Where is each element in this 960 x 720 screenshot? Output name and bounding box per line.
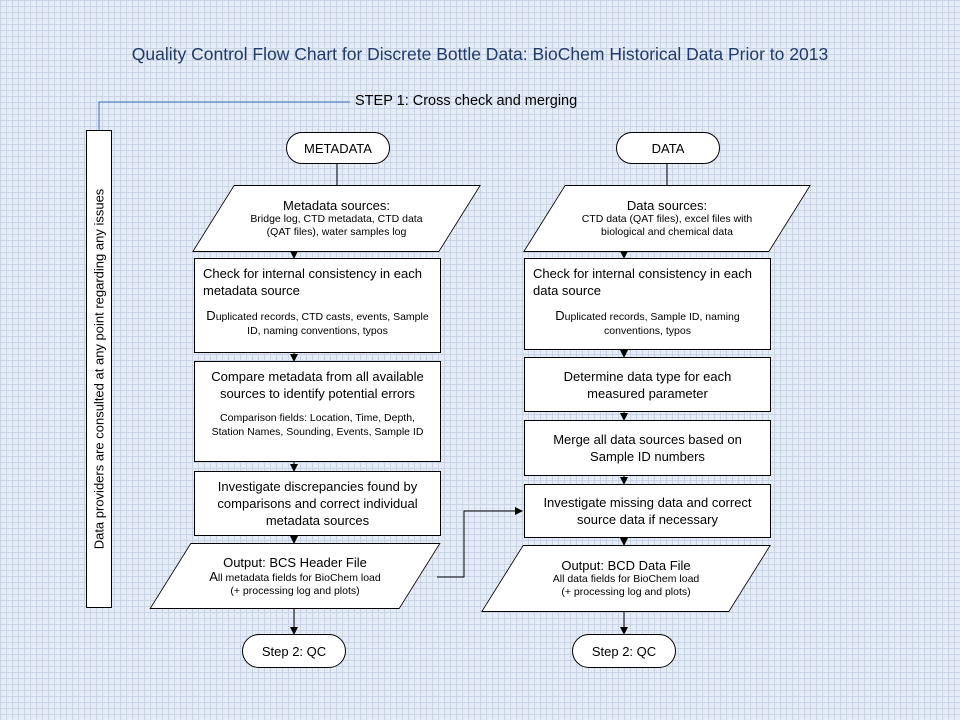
step1-label: STEP 1: Cross check and merging [355, 93, 578, 109]
metadata-check-detail-rest: uplicated records, CTD casts, events, Sa… [215, 311, 429, 337]
data-end-label: Step 2: QC [591, 643, 657, 659]
metadata-output-detail: All metadata fields for BioChem load [209, 570, 381, 585]
data-datatype-box: Determine data type for each measured pa… [524, 357, 771, 412]
metadata-output-box: Output: BCS Header File All metadata fie… [170, 543, 420, 609]
metadata-end-label: Step 2: QC [261, 643, 327, 659]
data-start-terminal: DATA [616, 132, 720, 164]
data-start-label: DATA [651, 140, 685, 156]
side-note-box: Data providers are consulted at any poin… [86, 130, 112, 608]
data-output-title: Output: BCD Data File [561, 558, 691, 573]
data-sources-title: Data sources: [626, 198, 708, 213]
data-datatype-text: Determine data type for each measured pa… [563, 368, 732, 401]
arrow-meta-output-to-data-missing [437, 507, 523, 578]
data-check-title: Check for internal consistency in each d… [533, 266, 752, 298]
metadata-output-detail-2: (+ processing log and plots) [230, 584, 360, 597]
metadata-output-title: Output: BCS Header File [223, 554, 367, 570]
metadata-check-detail: Duplicated records, CTD casts, events, S… [203, 309, 432, 338]
page-title: Quality Control Flow Chart for Discrete … [131, 44, 829, 64]
metadata-sources-detail: Bridge log, CTD metadata, CTD data (QAT … [250, 213, 423, 238]
metadata-sources-box: Metadata sources: Bridge log, CTD metada… [213, 185, 460, 252]
data-merge-box: Merge all data sources based on Sample I… [524, 420, 771, 476]
metadata-check-title: Check for internal consistency in each m… [203, 266, 422, 298]
metadata-output-detail-initial: A [209, 568, 218, 584]
metadata-start-label: METADATA [304, 140, 372, 156]
data-output-box: Output: BCD Data File All data fields fo… [502, 545, 750, 612]
data-merge-text: Merge all data sources based on Sample I… [553, 432, 742, 464]
data-missing-box: Investigate missing data and correct sou… [524, 484, 771, 538]
metadata-end-terminal: Step 2: QC [242, 634, 346, 668]
metadata-check-box: Check for internal consistency in each m… [194, 258, 441, 353]
metadata-check-detail-initial: D [206, 308, 216, 323]
step1-link-line [98, 101, 350, 130]
data-check-detail-rest: uplicated records, Sample ID, naming con… [564, 311, 740, 337]
metadata-investigate-text: Investigate discrepancies found by compa… [217, 479, 418, 528]
data-missing-text: Investigate missing data and correct sou… [543, 495, 752, 527]
data-end-terminal: Step 2: QC [572, 634, 676, 668]
data-check-detail: Duplicated records, Sample ID, naming co… [533, 309, 762, 338]
side-note-text: Data providers are consulted at any poin… [91, 188, 107, 550]
metadata-compare-detail: Comparison fields: Location, Time, Depth… [211, 412, 424, 438]
metadata-compare-title: Compare metadata from all available sour… [211, 369, 424, 401]
data-output-detail-2: (+ processing log and plots) [561, 586, 691, 598]
metadata-output-detail-rest: ll metadata fields for BioChem load [217, 571, 381, 584]
metadata-start-terminal: METADATA [286, 132, 390, 164]
data-check-detail-initial: D [555, 308, 565, 323]
metadata-sources-title: Metadata sources: [283, 198, 390, 213]
data-sources-detail: CTD data (QAT files), excel files with b… [581, 213, 753, 238]
data-check-box: Check for internal consistency in each d… [524, 258, 771, 350]
metadata-investigate-box: Investigate discrepancies found by compa… [194, 471, 441, 536]
data-sources-box: Data sources: CTD data (QAT files), exce… [544, 185, 790, 252]
data-output-detail: All data fields for BioChem load [552, 573, 700, 585]
metadata-compare-box: Compare metadata from all available sour… [194, 361, 441, 462]
